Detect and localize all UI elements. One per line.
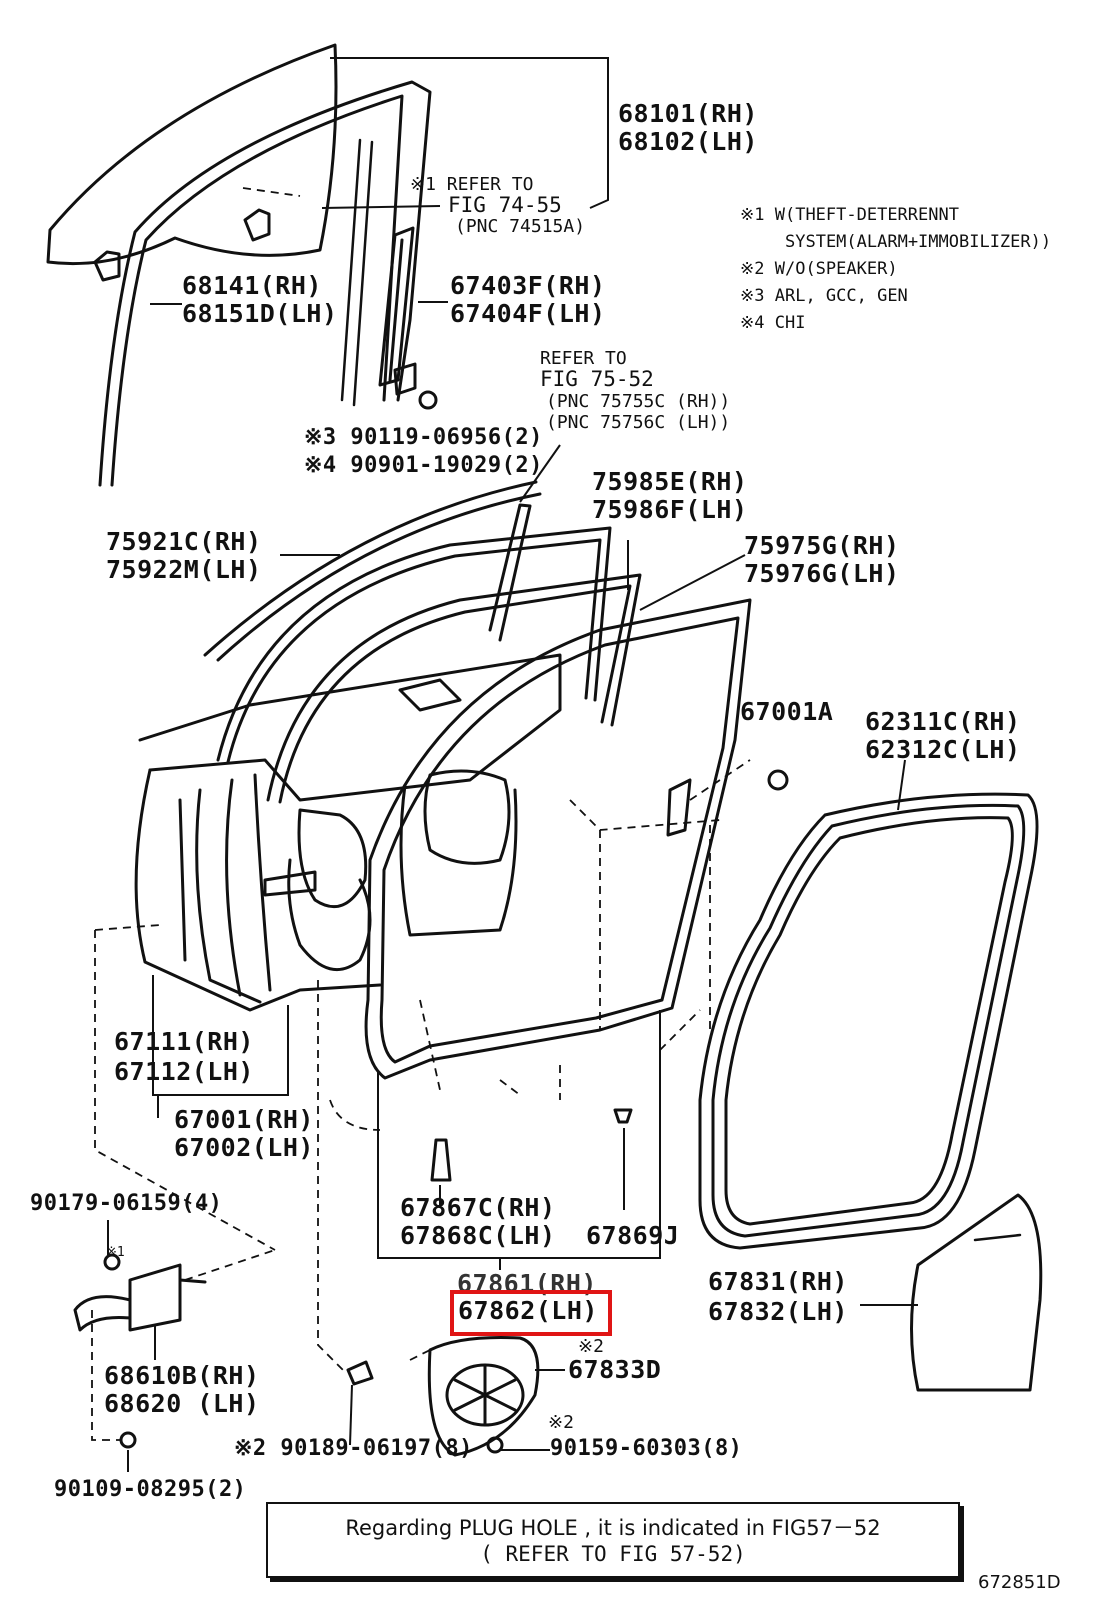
label-75985: 75985E(RH) (592, 467, 748, 496)
opening-weatherstrip (698, 792, 1039, 1250)
front-door-panel (134, 653, 562, 1012)
ref-fig7455-l2: FIG 74-55 (448, 193, 562, 217)
footnote-1b: SYSTEM(ALARM+IMMOBILIZER)) (785, 232, 1052, 252)
label-62312: 62312C(LH) (865, 735, 1021, 764)
figure-code: 672851D (978, 1572, 1061, 1593)
label-68151: 68151D(LH) (182, 299, 338, 328)
label-75975: 75975G(RH) (744, 531, 900, 560)
hinge-strip (666, 778, 692, 837)
label-75922: 75922M(LH) (106, 555, 262, 584)
label-67111: 67111(RH) (114, 1027, 254, 1056)
ref-fig7552-l4: (PNC 75756C (LH)) (546, 412, 731, 433)
label-75976: 75976G(LH) (744, 559, 900, 588)
label-90179: 90179-06159(4) (30, 1191, 223, 1216)
ref-fig7552-l3: (PNC 75755C (RH)) (546, 391, 731, 412)
label-68102: 68102(LH) (618, 127, 758, 156)
label-67832: 67832(LH) (708, 1297, 848, 1326)
ref-fig7552-l2: FIG 75-52 (540, 367, 654, 391)
label-67001A: 67001A (740, 697, 834, 726)
label-90109: 90109-08295(2) (54, 1477, 247, 1502)
ref-fig7552-l1: REFER TO (540, 348, 627, 369)
label-67403: 67403F(RH) (450, 271, 606, 300)
label-67868: 67868C(LH) (400, 1221, 556, 1250)
frame-moulding (216, 503, 612, 764)
highlight-box (450, 1290, 612, 1336)
label-75921: 75921C(RH) (106, 527, 262, 556)
label-90119: ※3 90119-06956(2) (304, 425, 543, 450)
division-bar (378, 226, 438, 410)
plug-hole-note-line2: ( REFER TO FIG 57-52) (480, 1542, 746, 1566)
clip-67867 (430, 1138, 452, 1182)
footnote-2: ※2 W/O(SPEAKER) (740, 259, 898, 279)
screw-67869 (613, 1108, 633, 1124)
belt-moulding (203, 480, 542, 662)
label-67404: 67404F(LH) (450, 299, 606, 328)
screw-67001A (767, 769, 789, 791)
ref-fig7455-l3: (PNC 74515A) (455, 216, 586, 237)
label-90159: 90159-60303(8) (550, 1436, 743, 1461)
label-90189: ※2 90189-06197(8) (234, 1436, 473, 1461)
label-67002: 67002(LH) (174, 1133, 314, 1162)
label-75986: 75986F(LH) (592, 495, 748, 524)
label-62311: 62311C(RH) (865, 707, 1021, 736)
mark-67833: ※2 (578, 1336, 604, 1357)
footnote-1: ※1 W(THEFT-DETERRENNT (740, 205, 959, 225)
footnote-3: ※3 ARL, GCC, GEN (740, 286, 908, 306)
plug-hole-note-line1: Regarding PLUG HOLE , it is indicated in… (345, 1516, 881, 1540)
door-frame-seal (364, 598, 752, 1080)
label-67831: 67831(RH) (708, 1267, 848, 1296)
screw-90159 (486, 1436, 504, 1454)
ref-fig7455-l1: ※1 REFER TO (410, 174, 534, 195)
label-67869: 67869J (586, 1221, 680, 1250)
label-90901: ※4 90901-19029(2) (304, 453, 543, 478)
speaker-cover (427, 1336, 540, 1457)
label-68101: 68101(RH) (618, 99, 758, 128)
label-67112: 67112(LH) (114, 1057, 254, 1086)
label-67001: 67001(RH) (174, 1105, 314, 1134)
door-glass (46, 43, 338, 282)
hole-cover (910, 1193, 1043, 1392)
label-67862: 67862(LH) (458, 1296, 598, 1325)
label-68141: 68141(RH) (182, 271, 322, 300)
mark-90159: ※2 (548, 1412, 574, 1433)
footnote-4: ※4 CHI (740, 313, 806, 333)
label-68610: 68610B(RH) (104, 1361, 260, 1390)
plug-hole-note: Regarding PLUG HOLE , it is indicated in… (266, 1502, 960, 1578)
label-67867: 67867C(RH) (400, 1193, 556, 1222)
glass-run-channel (98, 80, 432, 487)
clip-mark: ※1 (106, 1245, 125, 1260)
weatherstrip-upper (266, 573, 642, 804)
bolt-90189 (346, 1360, 374, 1386)
door-check (73, 1253, 207, 1449)
label-68620: 68620 (LH) (104, 1389, 260, 1418)
label-67833: 67833D (568, 1355, 662, 1384)
